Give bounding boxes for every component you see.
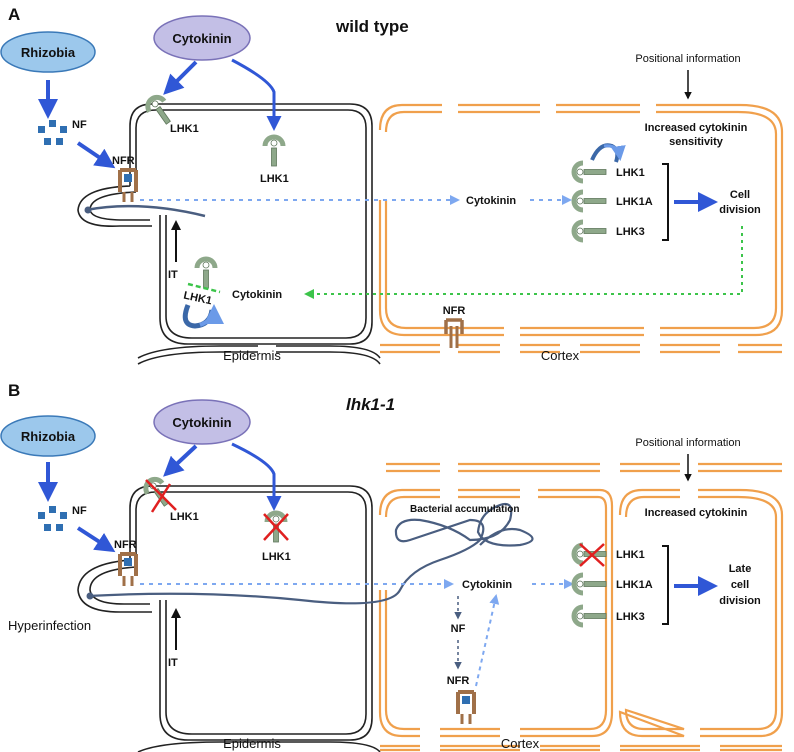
- epidermis-label-b: Epidermis: [223, 736, 281, 751]
- rhizobia-label-a: Rhizobia: [21, 45, 76, 60]
- lhk1-top-label-b: LHK1: [170, 511, 199, 523]
- cortex-label-b: Cortex: [501, 736, 540, 751]
- nfr-receptor-b: [118, 552, 138, 588]
- epidermis-label-a: Epidermis: [223, 348, 281, 363]
- it-label-a: IT: [168, 269, 178, 281]
- receptor-label-a-0: LHK1: [616, 167, 645, 179]
- arrow-cytokinin-lhk1-mid-a: [231, 58, 282, 131]
- epidermis-cell-b: [77, 485, 381, 752]
- green-dotted-arrow-a: [304, 226, 743, 299]
- cytokinin-mid-label-b: Cytokinin: [462, 579, 512, 591]
- outcome-line1-a: Cell: [730, 189, 750, 201]
- lhk1-low-label-a: LHK1: [182, 290, 213, 308]
- cortex-label-a: Cortex: [541, 348, 580, 363]
- bacterial-label-b: Bacterial accumulation: [410, 504, 519, 515]
- epidermis-cell-a: [77, 103, 381, 365]
- nf-label-a: NF: [72, 119, 87, 131]
- receptor-label-a-2: LHK3: [616, 226, 645, 238]
- rhizobia-oval-a: Rhizobia: [0, 31, 96, 73]
- lhk1-top-label-a: LHK1: [170, 123, 199, 135]
- cytokinin-mid-label-a: Cytokinin: [466, 195, 516, 207]
- infection-thread-a: [85, 204, 206, 218]
- receptor-lhk3-cortex-b: [574, 607, 606, 625]
- positional-label-a: Positional information: [635, 53, 740, 65]
- outcome-line2-a: division: [719, 204, 761, 216]
- nf-dots-a: [38, 120, 67, 145]
- green-inhibit-line-a: [187, 282, 221, 294]
- nf-cortex-label-b: NF: [451, 623, 466, 635]
- red-cross-top-b: [145, 479, 177, 513]
- nf-dots-b: [38, 506, 67, 531]
- arrow-cytokinin-lhk1-top-b: [163, 444, 198, 477]
- nf-label-b: NF: [72, 505, 87, 517]
- bracket-a: [662, 163, 669, 241]
- hyperinfection-label-b: Hyperinfection: [8, 618, 91, 633]
- cytokinin-epi-label-a: Cytokinin: [232, 289, 282, 301]
- red-cross-mid-b: [263, 513, 289, 541]
- panel-b-letter: B: [8, 381, 20, 400]
- cortex-cell-a: [378, 103, 784, 354]
- lhk1-mid-label-a: LHK1: [260, 173, 289, 185]
- rhizobia-oval-b: Rhizobia: [0, 415, 96, 457]
- nfr-label-b: NFR: [114, 539, 137, 551]
- receptor-lhk1-cortex-a: [574, 163, 606, 181]
- panel-b: B lhk1-1 Rhizobia NF: [0, 381, 784, 752]
- arrow-nf-nfr-b: [76, 526, 116, 553]
- bracket-b: [662, 545, 669, 625]
- arrow-nfr-cytokinin-b: [475, 594, 500, 687]
- outcome-line2-b: cell: [731, 579, 749, 591]
- sensitivity-line2-a: sensitivity: [669, 136, 724, 148]
- receptor-label-b-2: LHK3: [616, 611, 645, 623]
- panel-a-letter: A: [8, 5, 20, 24]
- cytokinin-oval-label-b: Cytokinin: [172, 415, 231, 430]
- cytokinin-oval-a: Cytokinin: [153, 15, 251, 61]
- nfr-cortex-label-a: NFR: [443, 305, 466, 317]
- red-cross-cortex-b: [579, 543, 605, 567]
- sensitivity-line1-a: Increased cytokinin: [645, 122, 748, 134]
- panel-b-title: lhk1-1: [346, 395, 395, 414]
- arrow-nf-nfr-a: [76, 141, 116, 169]
- bacterium-b: [86, 592, 94, 600]
- outcome-line3-b: division: [719, 595, 761, 607]
- receptor-label-b-1: LHK1A: [616, 579, 653, 591]
- receptor-label-a-1: LHK1A: [616, 196, 653, 208]
- nfr-label-a: NFR: [112, 155, 135, 167]
- increased-label-b: Increased cytokinin: [645, 507, 748, 519]
- nfr-cortex-receptor-b: [456, 690, 476, 726]
- nfr-cortex-label-b: NFR: [447, 675, 470, 687]
- panel-a: A wild type Rhizobia NF: [0, 5, 784, 365]
- positional-label-b: Positional information: [635, 437, 740, 449]
- lhk1-receptor-mid-a: [265, 137, 283, 166]
- cortex-cell-b: [378, 462, 784, 752]
- bacterium-a: [84, 206, 92, 214]
- receptor-label-b-0: LHK1: [616, 549, 645, 561]
- receptor-lhk1a-cortex-a: [574, 192, 606, 210]
- arrow-cytokinin-lhk1-top-a: [163, 60, 198, 95]
- lhk1-receptor-low-a: [197, 259, 215, 288]
- it-label-b: IT: [168, 657, 178, 669]
- cytokinin-oval-b: Cytokinin: [153, 399, 251, 445]
- lhk1-mid-label-b: LHK1: [262, 551, 291, 563]
- infection-thread-b: [87, 502, 534, 605]
- cytokinin-oval-label-a: Cytokinin: [172, 31, 231, 46]
- receptor-lhk1a-cortex-b: [574, 575, 606, 593]
- outcome-line1-b: Late: [729, 563, 752, 575]
- receptor-lhk3-cortex-a: [574, 222, 606, 240]
- rhizobia-label-b: Rhizobia: [21, 429, 76, 444]
- arrow-cytokinin-lhk1-mid-b: [231, 442, 282, 511]
- panel-a-title: wild type: [335, 17, 409, 36]
